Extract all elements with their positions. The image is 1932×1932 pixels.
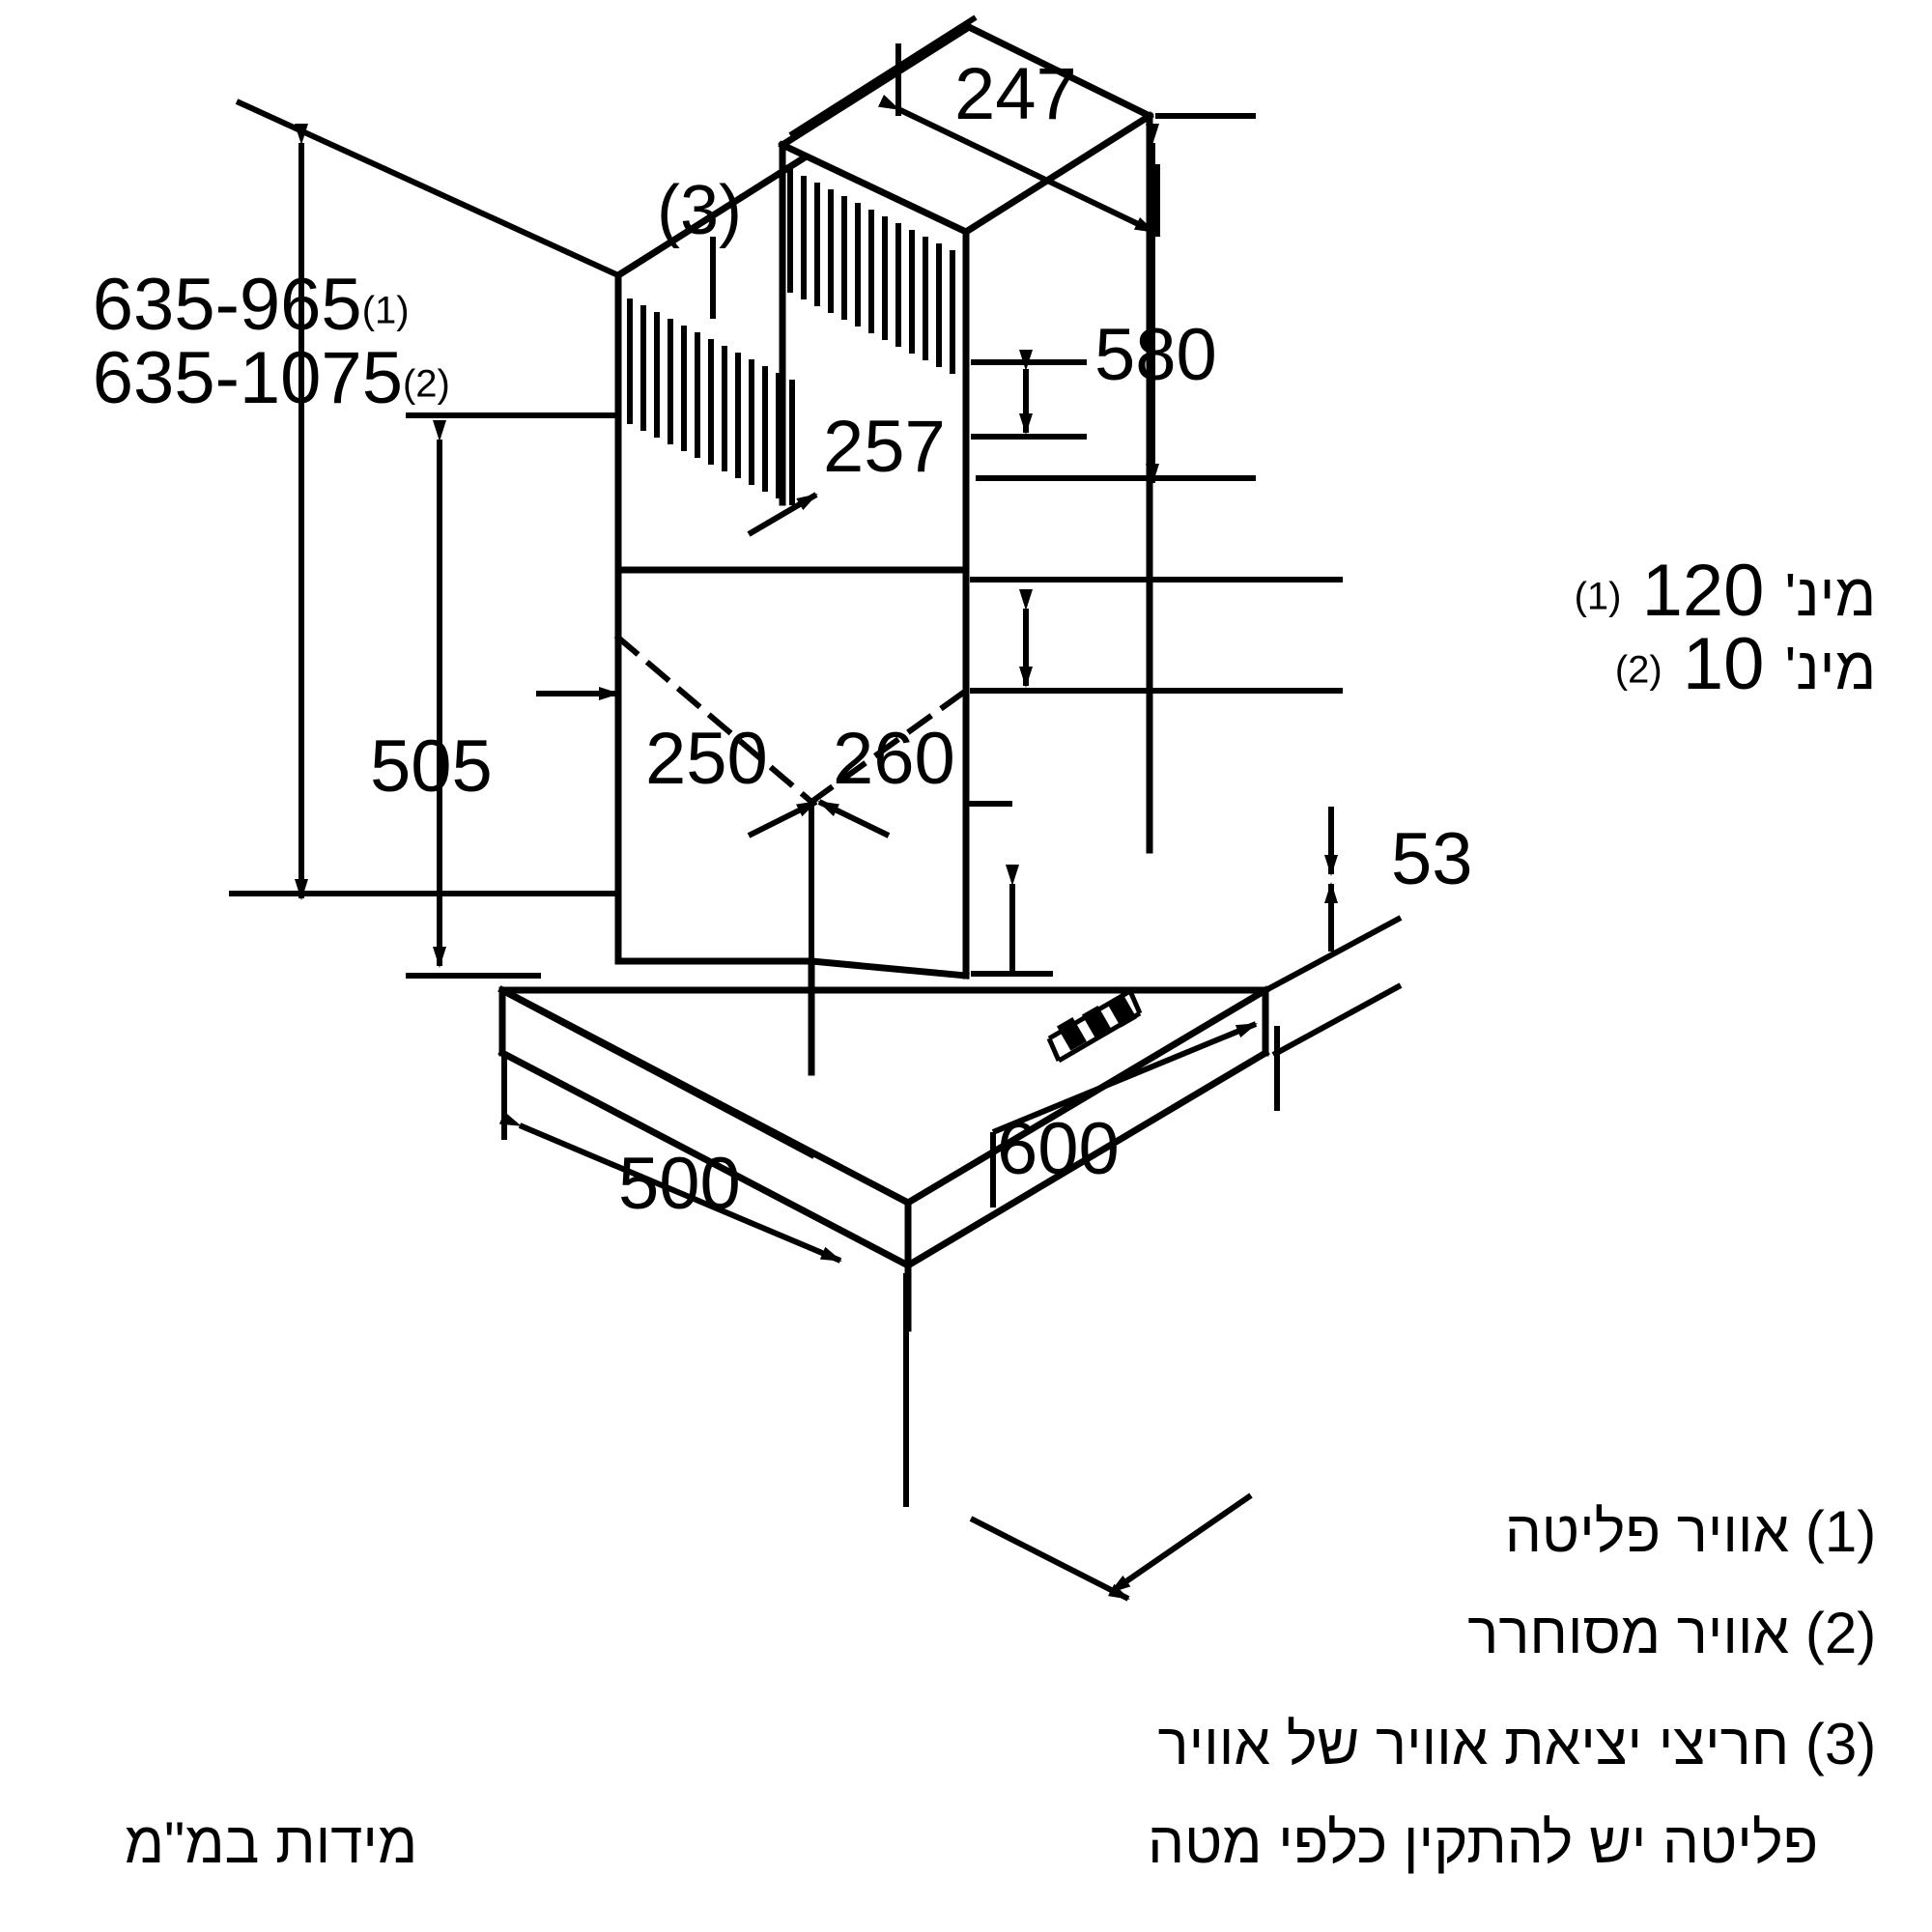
dim-580-label: 580	[1094, 314, 1217, 396]
dim-257-label: 257	[823, 406, 946, 488]
dim-53-label: 53	[1391, 818, 1473, 900]
dim-600-label: 600	[997, 1108, 1120, 1190]
height-range-2-label: 635-1075(2)	[92, 337, 450, 419]
dim-247-label: 247	[954, 53, 1077, 135]
dim-505-label: 505	[370, 725, 493, 808]
control-panel	[1056, 993, 1137, 1051]
legend-item-3-line2: פליטה יש להתקין כלפי מטה	[1148, 1810, 1819, 1875]
callout-3-label: (3)	[657, 172, 742, 249]
dim-500-label: 500	[618, 1143, 741, 1225]
dimension-lines	[229, 14, 1403, 1602]
min-clearance-2-label: מינ' 10 (2)	[1614, 623, 1877, 705]
units-note: מידות במ"מ	[124, 1810, 418, 1875]
min-clearance-1-label: מינ' 120 (1)	[1574, 550, 1877, 632]
dim-250-label: 250	[645, 718, 768, 800]
dim-260-label: 260	[833, 718, 955, 800]
height-range-1-label: 635-965(1)	[92, 264, 410, 346]
legend-item-3: (3) חריצי יציאת אוויר של אוויר	[1157, 1712, 1877, 1776]
legend-item-1: (1) אוויר פליטה	[1504, 1499, 1877, 1564]
legend-item-2: (2) אוויר מסוחרר	[1467, 1601, 1877, 1665]
